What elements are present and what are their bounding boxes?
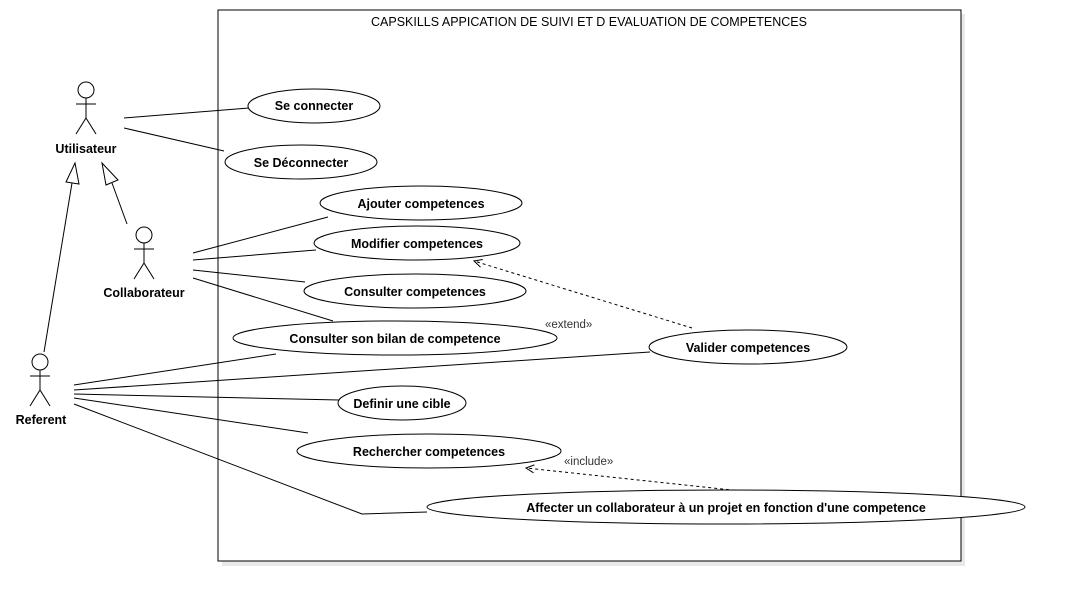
use-case-label: Consulter son bilan de competence	[289, 332, 500, 346]
use-case-modifier-competences[interactable]: Modifier competences	[313, 225, 521, 261]
actor-label: Utilisateur	[55, 142, 116, 156]
include-dependency	[526, 468, 742, 492]
use-case-label: Consulter competences	[344, 285, 486, 299]
use-case-label: Definir une cible	[353, 397, 450, 411]
use-case-se-deconnecter[interactable]: Se Déconnecter	[224, 144, 378, 180]
use-case-valider-competences[interactable]: Valider competences	[648, 329, 848, 365]
use-case-label: Modifier competences	[351, 237, 483, 251]
include-stereotype: «include»	[564, 456, 613, 468]
generalizations	[43, 161, 128, 353]
use-case-affecter-collaborateur[interactable]: Affecter un collaborateur à un projet en…	[426, 489, 1026, 525]
use-case-definir-cible[interactable]: Definir une cible	[337, 385, 467, 421]
actor-label: Referent	[16, 413, 68, 427]
stick-figure-icon	[29, 353, 51, 407]
use-case-label: Ajouter competences	[357, 197, 484, 211]
extend-stereotype: «extend»	[545, 319, 592, 331]
use-case-label: Affecter un collaborateur à un projet en…	[526, 501, 926, 515]
use-case-consulter-bilan[interactable]: Consulter son bilan de competence	[232, 320, 558, 356]
use-case-label: Valider competences	[686, 341, 810, 355]
system-title: CAPSKILLS APPICATION DE SUIVI ET D EVALU…	[371, 15, 807, 29]
use-case-ajouter-competences[interactable]: Ajouter competences	[319, 185, 523, 221]
actor-label: Collaborateur	[103, 286, 184, 300]
actor-collaborateur[interactable]: Collaborateur	[103, 226, 185, 300]
use-case-label: Rechercher competences	[353, 445, 505, 459]
extend-dependency	[474, 261, 693, 329]
actor-utilisateur[interactable]: Utilisateur	[55, 81, 117, 156]
actor-referent[interactable]: Referent	[16, 353, 68, 427]
use-case-rechercher-competences[interactable]: Rechercher competences	[296, 433, 562, 469]
use-case-label: Se Déconnecter	[254, 156, 349, 170]
stick-figure-icon	[75, 81, 97, 135]
use-case-consulter-competences[interactable]: Consulter competences	[303, 273, 527, 309]
associations	[73, 107, 651, 515]
use-case-label: Se connecter	[275, 99, 354, 113]
use-case-se-connecter[interactable]: Se connecter	[247, 88, 381, 124]
stick-figure-icon	[133, 226, 155, 280]
